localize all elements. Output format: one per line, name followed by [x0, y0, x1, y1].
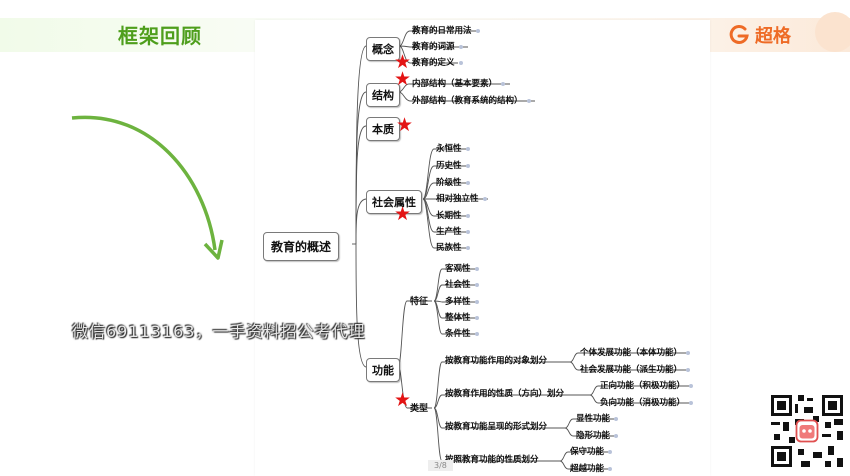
social-item: 生产性	[436, 225, 470, 237]
star-icon: ★	[394, 203, 412, 225]
type-item: 隐形功能	[576, 429, 619, 441]
structure-item: 外部结构（教育系统的结构）	[412, 94, 531, 106]
brand-g-icon	[729, 24, 749, 44]
type-group: 按教育功能作用的对象划分	[445, 356, 548, 366]
branch-concept: 概念	[366, 37, 400, 61]
concept-item: 教育的日常用法	[412, 24, 480, 36]
qr-code[interactable]	[768, 392, 846, 470]
feature-item: 客观性	[445, 262, 479, 274]
type-item: 个体发展功能（本体功能）	[580, 346, 691, 358]
mindmap-root: 教育的概述	[263, 232, 340, 261]
type-item: 负向功能（消极功能）	[600, 396, 694, 408]
branch-social: 社会属性	[366, 190, 422, 214]
social-item: 相对独立性	[436, 192, 487, 204]
star-icon: ★	[396, 114, 414, 136]
social-item: 民族性	[436, 241, 470, 253]
star-icon: ★	[394, 51, 412, 73]
social-item: 历史性	[436, 159, 470, 171]
star-icon: ★	[394, 68, 412, 90]
right-tab-decoration	[815, 12, 850, 52]
feature-item: 整体性	[445, 311, 479, 323]
branch-structure: 结构	[366, 83, 400, 107]
branch-function: 功能	[366, 358, 400, 382]
structure-item: 内部结构（基本要素）	[412, 77, 506, 89]
type-item: 保守功能	[570, 445, 613, 457]
social-item: 永恒性	[436, 142, 470, 154]
type-item: 超越功能	[570, 462, 613, 474]
type-group: 按教育作用的性质（方向）划分	[445, 389, 565, 399]
type-item: 社会发展功能（派生功能）	[580, 363, 691, 375]
star-icon: ★	[394, 389, 412, 411]
watermark-text: 微信69113163，一手资料招公考代理	[72, 322, 366, 341]
social-item: 阶级性	[436, 176, 470, 188]
concept-item: 教育的词源	[412, 40, 463, 52]
type-item: 显性功能	[576, 412, 619, 424]
brand-logo: 超格	[728, 22, 791, 48]
type-group: 按教育功能呈现的形式划分	[445, 422, 548, 432]
branch-essence: 本质	[366, 117, 400, 141]
feature-item: 社会性	[445, 278, 479, 290]
page-number: 3/8	[428, 460, 453, 471]
function-types-label: 类型	[410, 404, 429, 414]
page-title: 框架回顾	[118, 24, 202, 48]
social-item: 长期性	[436, 209, 470, 221]
function-features-label: 特征	[410, 297, 429, 307]
type-item: 正向功能（积极功能）	[600, 379, 694, 391]
concept-item: 教育的定义	[412, 56, 463, 68]
brand-name: 超格	[755, 26, 791, 47]
feature-item: 条件性	[445, 327, 479, 339]
feature-item: 多样性	[445, 295, 479, 307]
type-group: 按照教育功能的性质划分	[445, 455, 539, 465]
